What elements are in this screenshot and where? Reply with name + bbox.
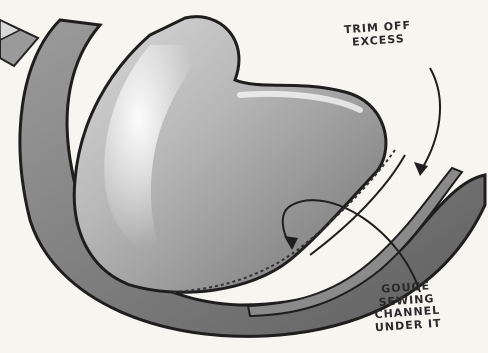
trim-arrow — [414, 68, 440, 176]
gouge-annotation: GOUGE SEWING CHANNEL UNDER IT — [330, 277, 483, 338]
corner-block — [0, 20, 38, 66]
